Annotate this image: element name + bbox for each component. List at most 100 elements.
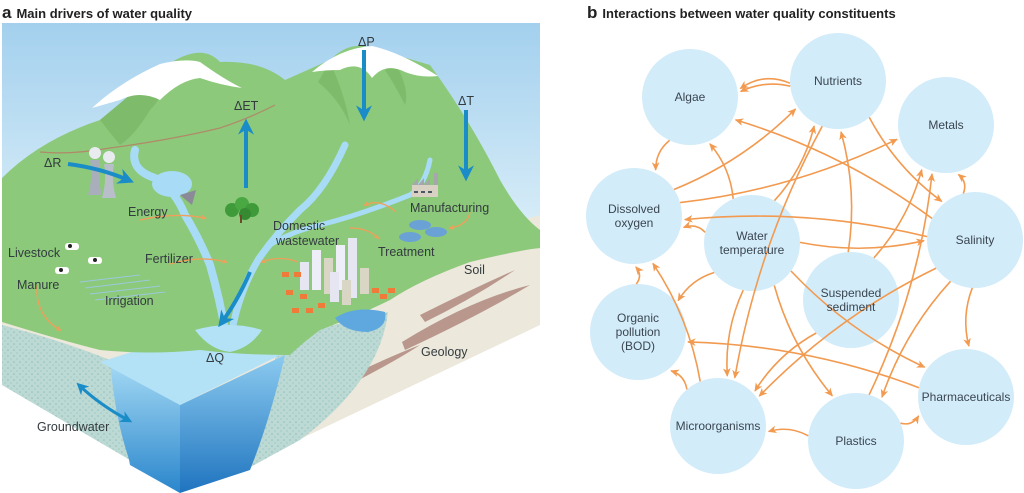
discharge-label: ΔQ	[206, 351, 224, 365]
precipitation-label: ΔP	[358, 35, 375, 49]
manufacturing-label: Manufacturing	[410, 201, 489, 215]
mountain-shadow	[385, 62, 407, 105]
geology-label: Geology	[421, 345, 468, 359]
node-plastics	[808, 393, 904, 489]
reservoir-lake	[152, 171, 192, 197]
river-right	[228, 141, 349, 334]
groundwater-zone-left	[2, 325, 130, 460]
node-suspended-sediment	[803, 252, 899, 348]
edge-dissolved-oxygen-to-metals	[680, 138, 898, 204]
energy-label: Energy	[128, 205, 168, 219]
edge-pharmaceuticals-to-organic-pollution	[687, 338, 920, 389]
snow-cap-left	[92, 60, 242, 108]
panel-a-title: a Main drivers of water quality	[2, 3, 192, 23]
node-salinity	[927, 192, 1023, 288]
radiation-label: ΔR	[44, 156, 61, 170]
edge-nutrients-to-microorganisms	[732, 125, 823, 379]
soil-label: Soil	[464, 263, 485, 277]
edge-suspended-sediment-to-metals	[873, 168, 924, 259]
fertilizer-label: Fertilizer	[145, 252, 193, 266]
discharge-arrow	[218, 271, 252, 328]
edge-plastics-to-metals	[868, 173, 935, 396]
node-pharmaceuticals	[918, 349, 1014, 445]
groundwater-exchange-arrow	[76, 382, 133, 423]
climate-arrows	[67, 50, 474, 423]
edge-microorganisms-to-organic-pollution	[670, 369, 688, 390]
node-microorganisms	[670, 378, 766, 474]
edge-suspended-sediment-to-microorganisms	[754, 332, 817, 392]
domestic-wastewater-label-2: wastewater	[275, 234, 339, 248]
node-nutrients	[790, 33, 886, 129]
snow-cap-right	[312, 46, 438, 78]
edge-water-temperature-to-salinity	[799, 238, 925, 250]
edge-nutrients-to-algae	[739, 77, 791, 90]
node-label-microorganisms: Microorganisms	[676, 419, 761, 433]
panel-a-illustration: ΔP ΔET ΔT ΔR ΔQ Energy Manufacturing Dom…	[2, 23, 540, 493]
node-algae	[642, 49, 738, 145]
edge-microorganisms-to-dissolved-oxygen	[652, 262, 701, 382]
rock-streak	[420, 270, 515, 322]
treatment-label: Treatment	[378, 245, 435, 259]
node-label-algae: Algae	[675, 90, 706, 104]
edge-nutrients-to-algae	[739, 83, 791, 93]
panel-b-title-text: Interactions between water quality const…	[602, 6, 896, 21]
mountain-shadow	[318, 62, 350, 125]
edge-plastics-to-microorganisms	[767, 425, 809, 437]
node-organic-pollution	[590, 284, 686, 380]
edge-water-temperature-to-microorganisms	[722, 289, 744, 377]
edge-salinity-to-plastics	[880, 280, 952, 399]
evapotranspiration-label: ΔET	[234, 99, 259, 113]
edge-dissolved-oxygen-to-nutrients	[673, 108, 797, 191]
edge-salinity-to-algae	[734, 118, 933, 220]
edge-water-temperature-to-dissolved-oxygen	[682, 221, 706, 233]
groundwater-label: Groundwater	[37, 420, 109, 434]
edge-plastics-to-pharmaceuticals	[900, 415, 920, 425]
forest-icon	[225, 197, 259, 223]
node-label-metals: Metals	[928, 118, 963, 132]
houses-icon	[282, 272, 395, 313]
edge-salinity-to-dissolved-oxygen	[683, 215, 928, 238]
node-label-salinity: Salinity	[956, 233, 995, 247]
edge-salinity-to-pharmaceuticals	[963, 287, 974, 348]
temperature-label: ΔT	[458, 94, 474, 108]
edge-nutrients-to-salinity	[868, 117, 943, 203]
edge-salinity-to-metals	[957, 173, 967, 194]
node-label-pharmaceuticals: Pharmaceuticals	[922, 390, 1011, 404]
livestock-icon	[55, 243, 102, 274]
factory-icon	[412, 173, 438, 197]
edge-water-temperature-to-algae	[709, 143, 734, 199]
irrigation-label: Irrigation	[105, 294, 154, 308]
node-dissolved-oxygen	[586, 168, 682, 264]
treatment-plant-icon	[399, 220, 447, 242]
panel-a-title-text: Main drivers of water quality	[16, 6, 193, 21]
edge-suspended-sediment-to-nutrients	[839, 130, 853, 253]
livestock-label: Livestock	[8, 246, 61, 260]
panel-b-title: b Interactions between water quality cons…	[587, 3, 896, 23]
panel-a-letter: a	[2, 3, 12, 22]
node-label-plastics: Plastics	[835, 434, 876, 448]
city-lake	[335, 309, 386, 332]
manure-label: Manure	[17, 278, 59, 292]
river-block-right-face	[180, 355, 285, 493]
radiation-arrow	[67, 162, 134, 184]
edge-water-temperature-to-organic-pollution	[677, 271, 715, 302]
node-metals	[898, 77, 994, 173]
edge-organic-pollution-to-dissolved-oxygen	[635, 266, 644, 285]
pollutant-flows	[36, 200, 471, 332]
edge-water-temperature-to-pharmaceuticals	[790, 270, 926, 368]
panel-b-letter: b	[587, 3, 598, 22]
edge-algae-to-dissolved-oxygen	[651, 139, 671, 171]
edge-water-temperature-to-nutrients	[773, 125, 817, 202]
node-label-nutrients: Nutrients	[814, 74, 862, 88]
river-delta	[195, 325, 262, 352]
domestic-wastewater-label-1: Domestic	[273, 219, 325, 233]
dam	[180, 190, 196, 205]
edge-water-temperature-to-plastics	[773, 285, 833, 397]
city-icon	[300, 238, 369, 305]
edge-salinity-to-microorganisms	[758, 267, 937, 397]
rock-streak	[402, 285, 530, 350]
